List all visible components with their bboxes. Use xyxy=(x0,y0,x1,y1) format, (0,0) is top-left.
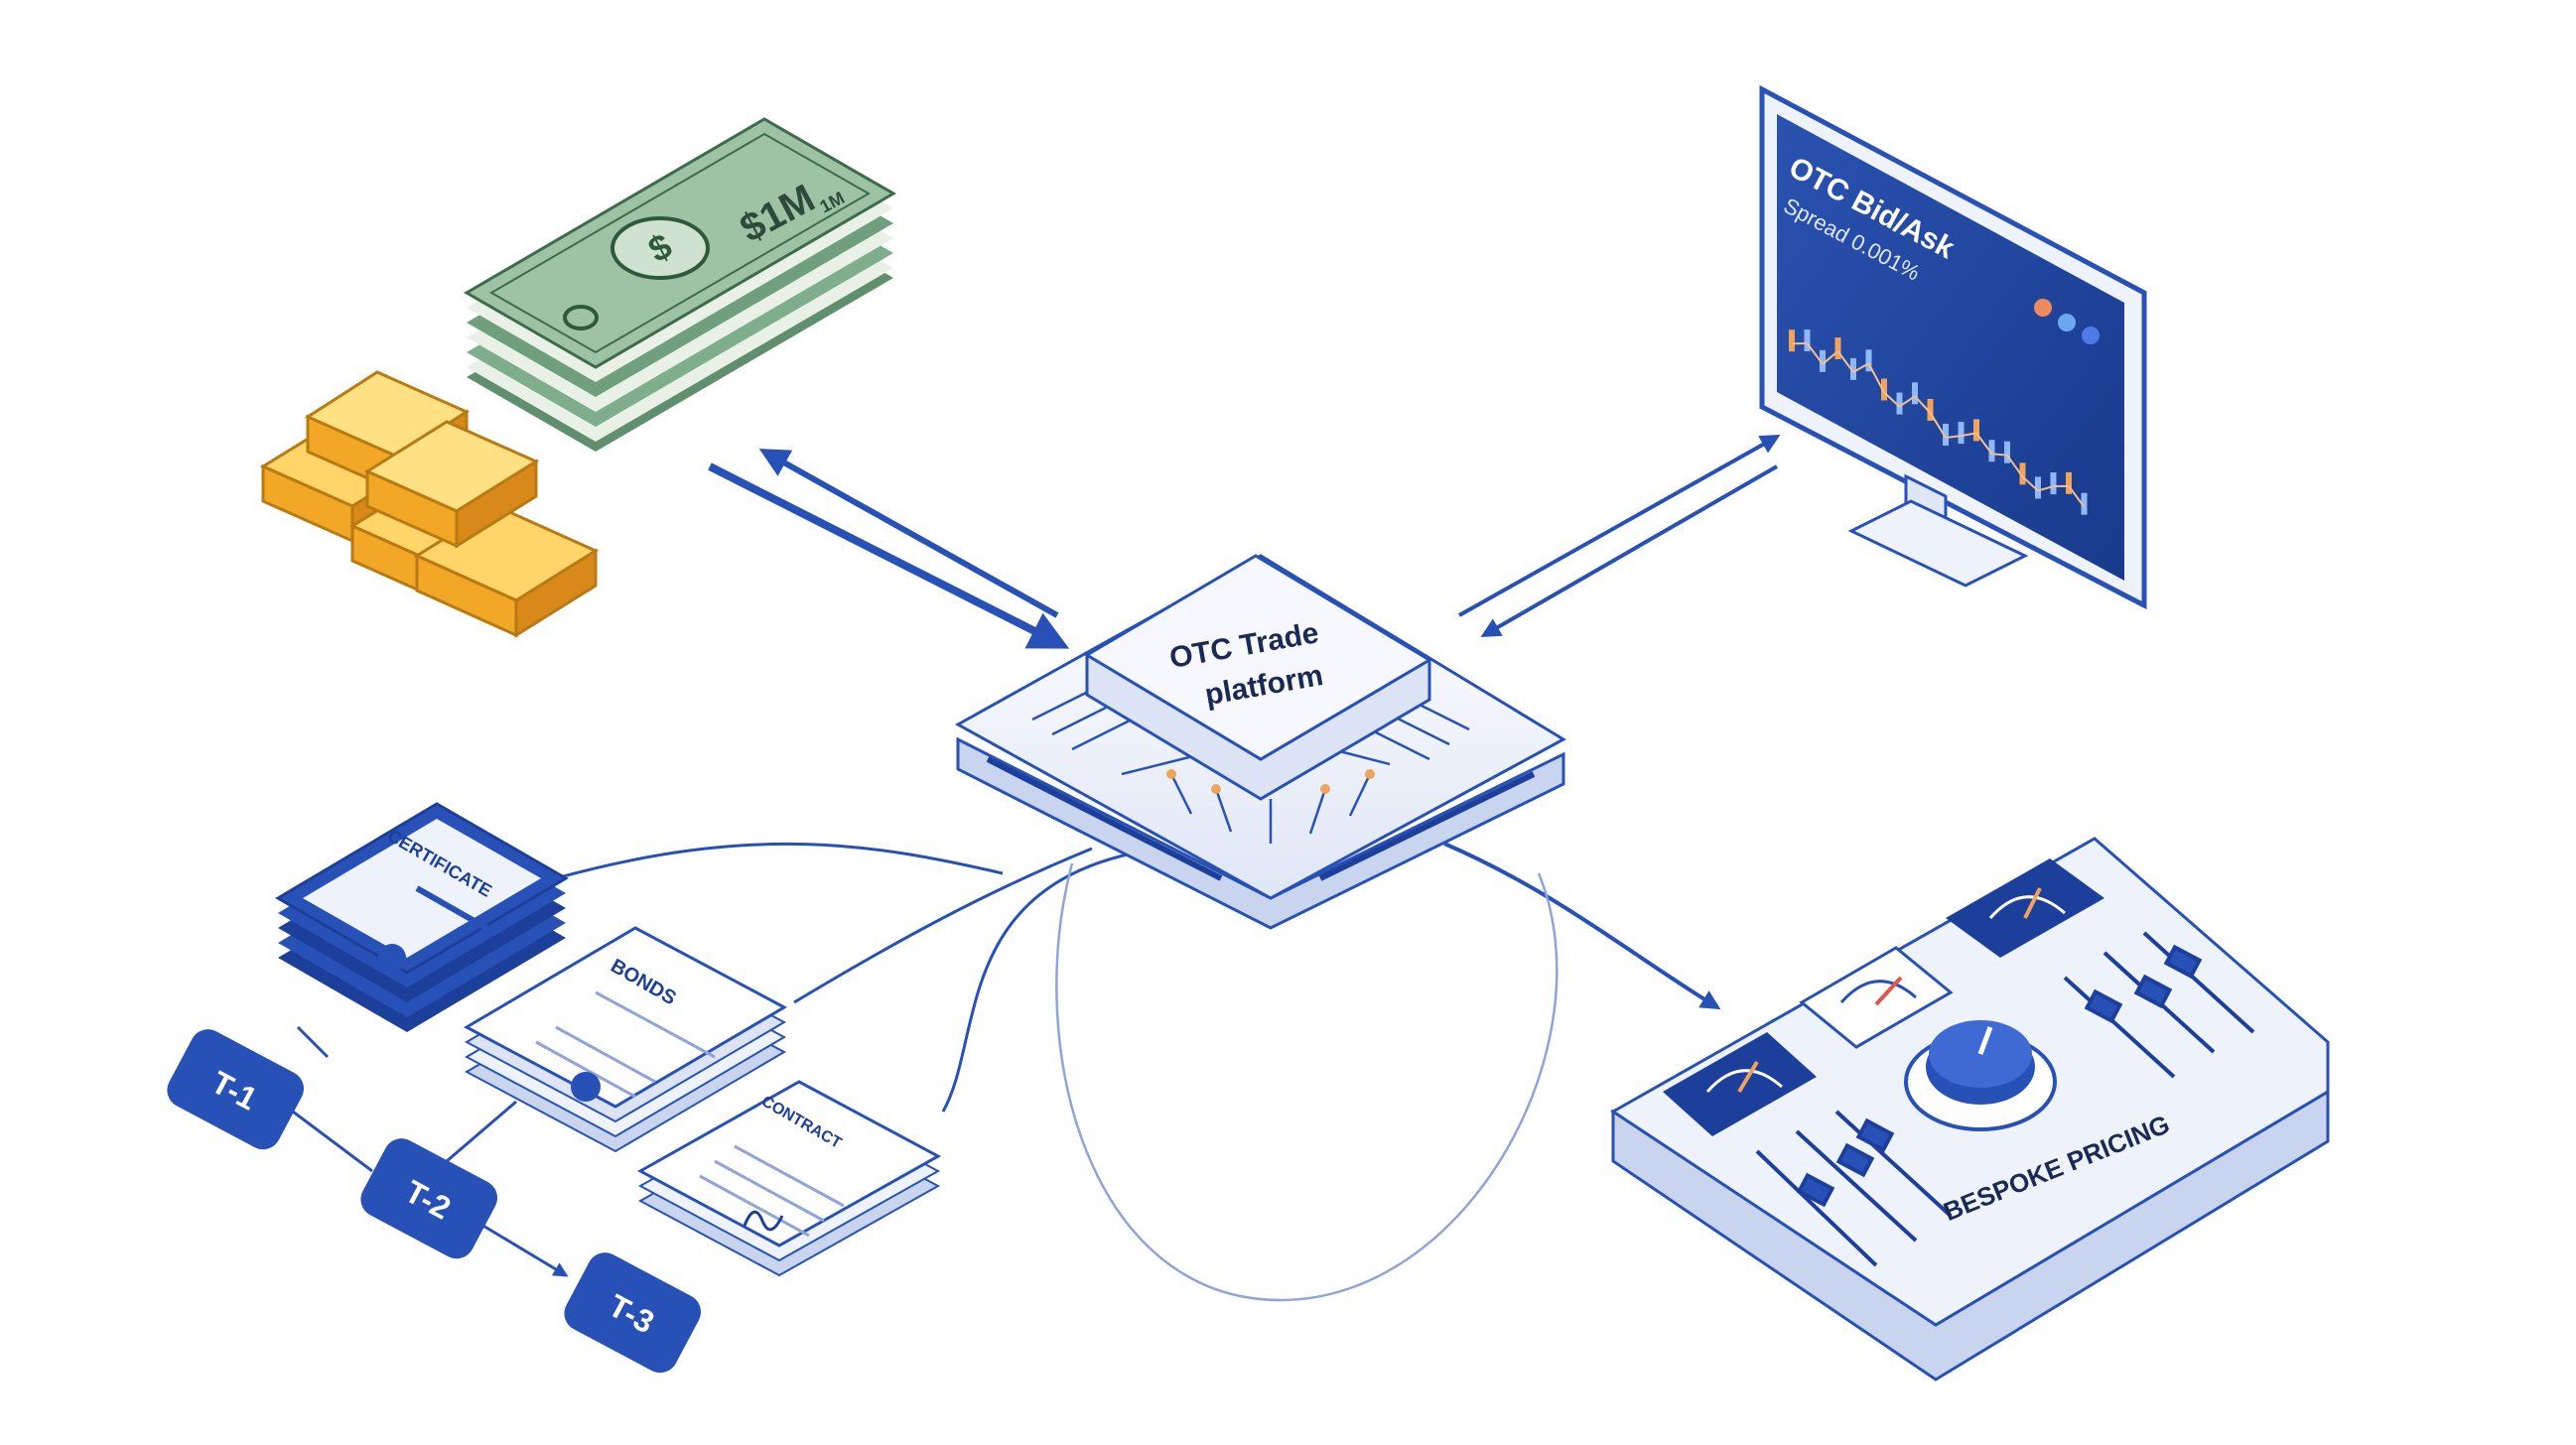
candle xyxy=(2004,441,2010,463)
price-line-segment xyxy=(2021,475,2039,492)
curve-hub-to-contract xyxy=(941,852,1133,1113)
candle xyxy=(1943,423,1949,446)
curve-hub-to-bonds xyxy=(793,847,1093,1004)
monitor-screen xyxy=(1777,114,2124,581)
price-line-segment xyxy=(1914,395,1932,414)
price-line-segment xyxy=(1883,391,1901,408)
arrow-hub-to-cash xyxy=(758,449,1059,618)
arrow-cash-to-hub xyxy=(708,462,1070,649)
money-stack: $ $1M 1M xyxy=(464,117,896,452)
settlement-timeline: T-1 T-2 T-3 xyxy=(167,1029,701,1374)
gold-bars xyxy=(259,370,600,638)
certificate-stack: CERTIFICATE xyxy=(275,802,569,1032)
candle xyxy=(2081,492,2088,515)
status-dot-1 xyxy=(2034,299,2052,317)
candle xyxy=(2019,462,2026,485)
bonds-seal-icon xyxy=(571,1072,601,1102)
curve-hub-to-certificate xyxy=(555,842,1004,880)
candle xyxy=(1789,329,1795,352)
gauge-left xyxy=(1663,1032,1817,1136)
status-dot-2 xyxy=(2058,314,2076,331)
bespoke-pricing-console: BESPOKE PRICING xyxy=(1610,837,2330,1381)
price-line-segment xyxy=(2037,485,2054,492)
bonds-stack: BONDS xyxy=(463,926,788,1153)
price-line-segment xyxy=(1991,453,2008,457)
candle xyxy=(1912,382,1918,405)
candle xyxy=(2050,472,2057,495)
note-portrait-icon xyxy=(563,305,599,330)
candle xyxy=(1865,349,1872,372)
candle xyxy=(2066,471,2072,494)
monitor-group: OTC Bid/Ask Spread 0.001% xyxy=(1759,84,2147,610)
candle xyxy=(1850,357,1856,380)
status-dot-3 xyxy=(2082,327,2100,344)
connector-lines xyxy=(292,435,1781,1302)
candle xyxy=(1820,349,1826,372)
price-line-segment xyxy=(2006,455,2024,477)
step-t3-badge: T-3 xyxy=(564,1252,701,1374)
link-t2-to-bonds xyxy=(446,1100,517,1163)
candle xyxy=(1973,419,1979,442)
monitor-base xyxy=(1847,499,2029,588)
link-t1-to-certificate xyxy=(296,1025,330,1059)
loop-under-hub xyxy=(1055,862,1559,1302)
price-line-segment xyxy=(1822,350,1839,365)
candle xyxy=(2035,476,2041,499)
price-line-segment xyxy=(1867,362,1885,393)
pricing-knob[interactable] xyxy=(1904,1020,2057,1131)
price-line-segment xyxy=(1836,350,1854,373)
price-line-segment xyxy=(1929,412,1947,439)
link-t1-to-t2 xyxy=(292,1110,373,1173)
arrow-hub-to-console xyxy=(1443,842,1721,1010)
price-line-segment xyxy=(1961,432,1977,438)
price-line-segment xyxy=(2068,485,2086,508)
sliders-left[interactable] xyxy=(1755,1110,1953,1267)
candle xyxy=(1881,378,1887,401)
candle xyxy=(1958,422,1965,445)
arrow-hub-to-monitor xyxy=(1458,435,1781,617)
signature-icon xyxy=(743,1210,784,1232)
hub-chip-top xyxy=(1084,554,1432,761)
sliders-right[interactable] xyxy=(2063,931,2255,1079)
otc-trade-platform-hub: OTC Trade platform xyxy=(954,554,1567,930)
dollar-seal-icon xyxy=(610,216,710,280)
gauge-center xyxy=(1799,946,1954,1049)
candle xyxy=(1804,329,1811,352)
documents-group: CERTIFICATE BONDS CONTRACT xyxy=(275,802,942,1277)
candle xyxy=(1927,398,1934,421)
step-t2-badge: T-2 xyxy=(360,1138,497,1259)
contract-stack: CONTRACT xyxy=(636,1080,942,1277)
candlestick-chart xyxy=(1789,329,2088,515)
step-t1-badge: T-1 xyxy=(167,1029,304,1150)
price-line-segment xyxy=(1945,435,1962,439)
candle xyxy=(1988,440,1995,462)
cash-and-gold-group: $ $1M 1M xyxy=(259,117,896,638)
arrow-monitor-to-hub xyxy=(1480,464,1778,637)
candle xyxy=(1896,392,1903,415)
candle xyxy=(1834,337,1841,360)
certificate-seal-icon xyxy=(378,944,406,972)
price-line-segment xyxy=(1806,342,1824,365)
price-line-segment xyxy=(1898,395,1916,408)
price-line-segment xyxy=(1852,362,1869,373)
price-line-segment xyxy=(1975,432,1993,455)
gauge-right xyxy=(1946,858,2104,958)
